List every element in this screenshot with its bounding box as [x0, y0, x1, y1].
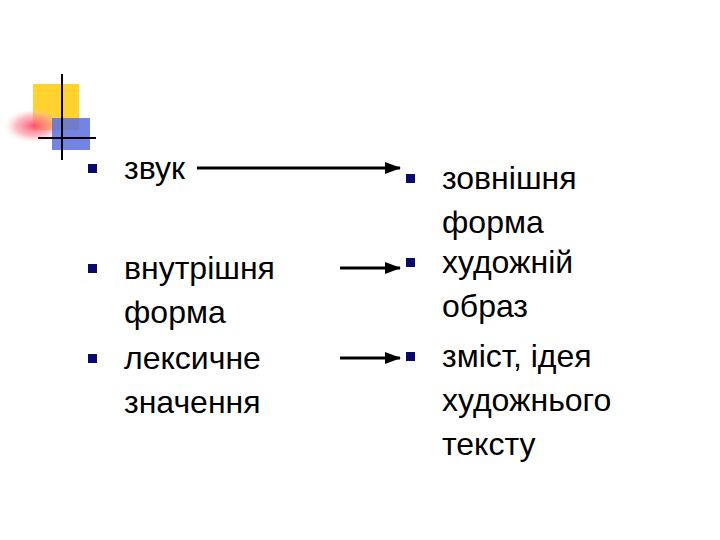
item-text: звук	[124, 146, 185, 190]
logo-vertical-line	[61, 74, 63, 160]
bullet-marker	[88, 354, 97, 363]
item-text: зміст, ідея художнього тексту	[442, 334, 656, 466]
arrow-connector	[197, 167, 400, 170]
bullet-item: зміст, ідея художнього тексту	[406, 334, 656, 466]
bullet-item: звук	[88, 146, 185, 190]
bullet-marker	[406, 258, 415, 267]
bullet-marker	[406, 352, 415, 361]
item-text: зовнішня форма	[442, 156, 646, 244]
bullet-item: внутрішня форма	[88, 246, 328, 334]
bullet-marker	[406, 174, 415, 183]
bullet-marker	[88, 164, 97, 173]
bullet-item: зовнішня форма	[406, 156, 646, 244]
logo-horizontal-line	[38, 137, 96, 139]
arrow-connector	[340, 267, 400, 270]
bullet-item: художній образ	[406, 240, 646, 328]
item-text: внутрішня форма	[124, 246, 328, 334]
item-text: художній образ	[442, 240, 646, 328]
bullet-item: лексичне значення	[88, 336, 328, 424]
item-text: лексичне значення	[124, 336, 328, 424]
logo-blue-square	[52, 118, 90, 150]
arrow-connector	[340, 357, 400, 360]
bullet-marker	[88, 264, 97, 273]
